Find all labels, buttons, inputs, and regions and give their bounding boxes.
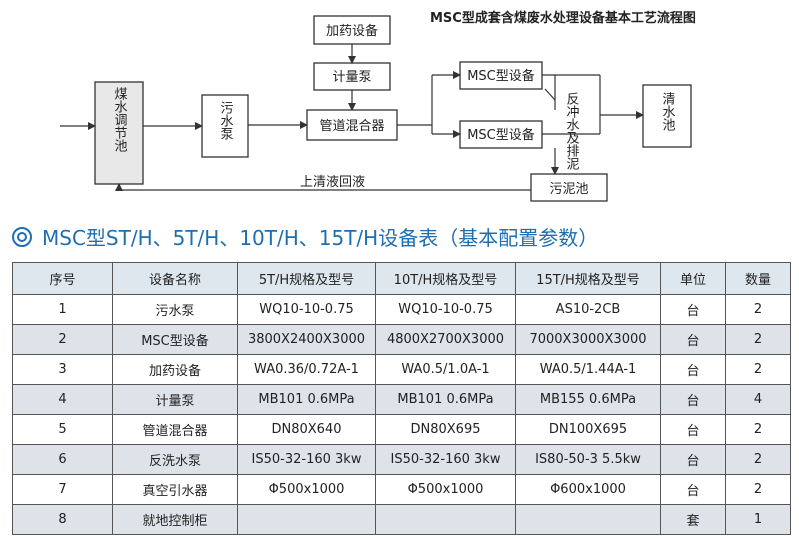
- table-cell: [237, 504, 376, 535]
- table-header-row: 序号 设备名称 5T/H规格及型号 10T/H规格及型号 15T/H规格及型号 …: [12, 262, 791, 295]
- table-cell: 6: [12, 444, 113, 475]
- table-cell: WA0.36/0.72A-1: [237, 354, 376, 385]
- table-cell: DN100X695: [515, 414, 661, 445]
- table-cell: 8: [12, 504, 113, 535]
- pipeline-mixer-box: [306, 109, 398, 141]
- table-cell: 2: [725, 414, 791, 445]
- table-cell: Φ500x1000: [375, 474, 516, 505]
- table-cell: Φ500x1000: [237, 474, 376, 505]
- table-cell: 2: [725, 474, 791, 505]
- table-cell: WA0.5/1.44A-1: [515, 354, 661, 385]
- table-cell: 4: [725, 384, 791, 415]
- table-cell: 真空引水器: [112, 474, 238, 505]
- table-cell: 1: [725, 504, 791, 535]
- table-cell: 2: [725, 444, 791, 475]
- metering-pump-box: [313, 62, 391, 91]
- regulating-pool-label: 煤水调节池: [112, 87, 128, 152]
- table-cell: 2: [725, 324, 791, 355]
- table-cell: 4800X2700X3000: [375, 324, 516, 355]
- table-cell: IS50-32-160 3kw: [375, 444, 516, 475]
- table-row: 2 MSC型设备 3800X2400X3000 4800X2700X3000 7…: [12, 324, 791, 355]
- sewage-pump-box: [201, 94, 249, 158]
- double-circle-icon: [12, 226, 32, 247]
- table-cell: MB101 0.6MPa: [375, 384, 516, 415]
- header-spec-10t: 10T/H规格及型号: [375, 262, 516, 295]
- table-cell: 2: [725, 294, 791, 325]
- table-cell: DN80X695: [375, 414, 516, 445]
- table-cell: 反洗水泵: [112, 444, 238, 475]
- table-cell: 台: [660, 354, 726, 385]
- table-cell: 3: [12, 354, 113, 385]
- regulating-pool-box: [94, 81, 144, 185]
- table-cell: 台: [660, 324, 726, 355]
- table-cell: 2: [725, 354, 791, 385]
- header-quantity: 数量: [725, 262, 791, 295]
- table-cell: 1: [12, 294, 113, 325]
- table-cell: 台: [660, 384, 726, 415]
- header-index: 序号: [12, 262, 113, 295]
- table-cell: 2: [12, 324, 113, 355]
- table-cell: 7: [12, 474, 113, 505]
- clear-pool-label: 清水池: [660, 92, 676, 131]
- table-cell: MB101 0.6MPa: [237, 384, 376, 415]
- table-cell: 加药设备: [112, 354, 238, 385]
- dosing-device-label: 加药设备: [326, 23, 378, 39]
- table-row: 4 计量泵 MB101 0.6MPa MB101 0.6MPa MB155 0.…: [12, 384, 791, 415]
- table-row: 6 反洗水泵 IS50-32-160 3kw IS50-32-160 3kw I…: [12, 444, 791, 475]
- sewage-pump-label: 污水泵: [218, 101, 234, 140]
- equipment-spec-table: 序号 设备名称 5T/H规格及型号 10T/H规格及型号 15T/H规格及型号 …: [12, 262, 791, 535]
- table-cell: [375, 504, 516, 535]
- table-cell: 台: [660, 414, 726, 445]
- table-cell: 污水泵: [112, 294, 238, 325]
- table-cell: IS50-32-160 3kw: [237, 444, 376, 475]
- sludge-pool-label: 污泥池: [549, 182, 588, 197]
- table-cell: AS10-2CB: [515, 294, 661, 325]
- table-cell: 管道混合器: [112, 414, 238, 445]
- table-cell: WA0.5/1.0A-1: [375, 354, 516, 385]
- section-title: MSC型ST/H、5T/H、10T/H、15T/H设备表（基本配置参数）: [42, 226, 599, 250]
- header-unit: 单位: [660, 262, 726, 295]
- table-cell: 4: [12, 384, 113, 415]
- table-row: 7 真空引水器 Φ500x1000 Φ500x1000 Φ600x1000 台 …: [12, 474, 791, 505]
- table-cell: IS80-50-3 5.5kw: [515, 444, 661, 475]
- table-cell: MB155 0.6MPa: [515, 384, 661, 415]
- section-heading: MSC型ST/H、5T/H、10T/H、15T/H设备表（基本配置参数）: [12, 222, 598, 251]
- pipeline-mixer-label: 管道混合器: [319, 119, 384, 134]
- header-spec-15t: 15T/H规格及型号: [515, 262, 661, 295]
- table-row: 3 加药设备 WA0.36/0.72A-1 WA0.5/1.0A-1 WA0.5…: [12, 354, 791, 385]
- table-cell: WQ10-10-0.75: [375, 294, 516, 325]
- table-cell: 台: [660, 474, 726, 505]
- sludge-pool-box: [530, 173, 608, 202]
- flowchart-title: MSC型成套含煤废水处理设备基本工艺流程图: [430, 10, 696, 26]
- table-row: 8 就地控制柜 套 1: [12, 504, 791, 535]
- table-cell: DN80X640: [237, 414, 376, 445]
- table-cell: 套: [660, 504, 726, 535]
- table-cell: 计量泵: [112, 384, 238, 415]
- table-cell: WQ10-10-0.75: [237, 294, 376, 325]
- table-cell: 3800X2400X3000: [237, 324, 376, 355]
- flow-connectors: [60, 44, 644, 191]
- table-cell: 5: [12, 414, 113, 445]
- backwash-label: 反冲水及排泥: [564, 92, 580, 170]
- table-cell: 就地控制柜: [112, 504, 238, 535]
- table-row: 1 污水泵 WQ10-10-0.75 WQ10-10-0.75 AS10-2CB…: [12, 294, 791, 325]
- header-spec-5t: 5T/H规格及型号: [237, 262, 376, 295]
- table-cell: 7000X3000X3000: [515, 324, 661, 355]
- table-row: 5 管道混合器 DN80X640 DN80X695 DN100X695 台 2: [12, 414, 791, 445]
- supernatant-label: 上清液回液: [300, 175, 365, 190]
- table-cell: 台: [660, 444, 726, 475]
- msc-device-2-box: [459, 120, 543, 149]
- table-cell: [515, 504, 661, 535]
- msc-device-2-label: MSC型设备: [467, 127, 535, 143]
- metering-pump-label: 计量泵: [332, 70, 371, 85]
- table-cell: 台: [660, 294, 726, 325]
- msc-device-1-label: MSC型设备: [467, 68, 535, 84]
- process-flowchart: MSC型成套含煤废水处理设备基本工艺流程图 煤水调节池 污水泵 加药设备 计量泵…: [60, 10, 696, 202]
- table-cell: MSC型设备: [112, 324, 238, 355]
- header-device-name: 设备名称: [112, 262, 238, 295]
- table-cell: Φ600x1000: [515, 474, 661, 505]
